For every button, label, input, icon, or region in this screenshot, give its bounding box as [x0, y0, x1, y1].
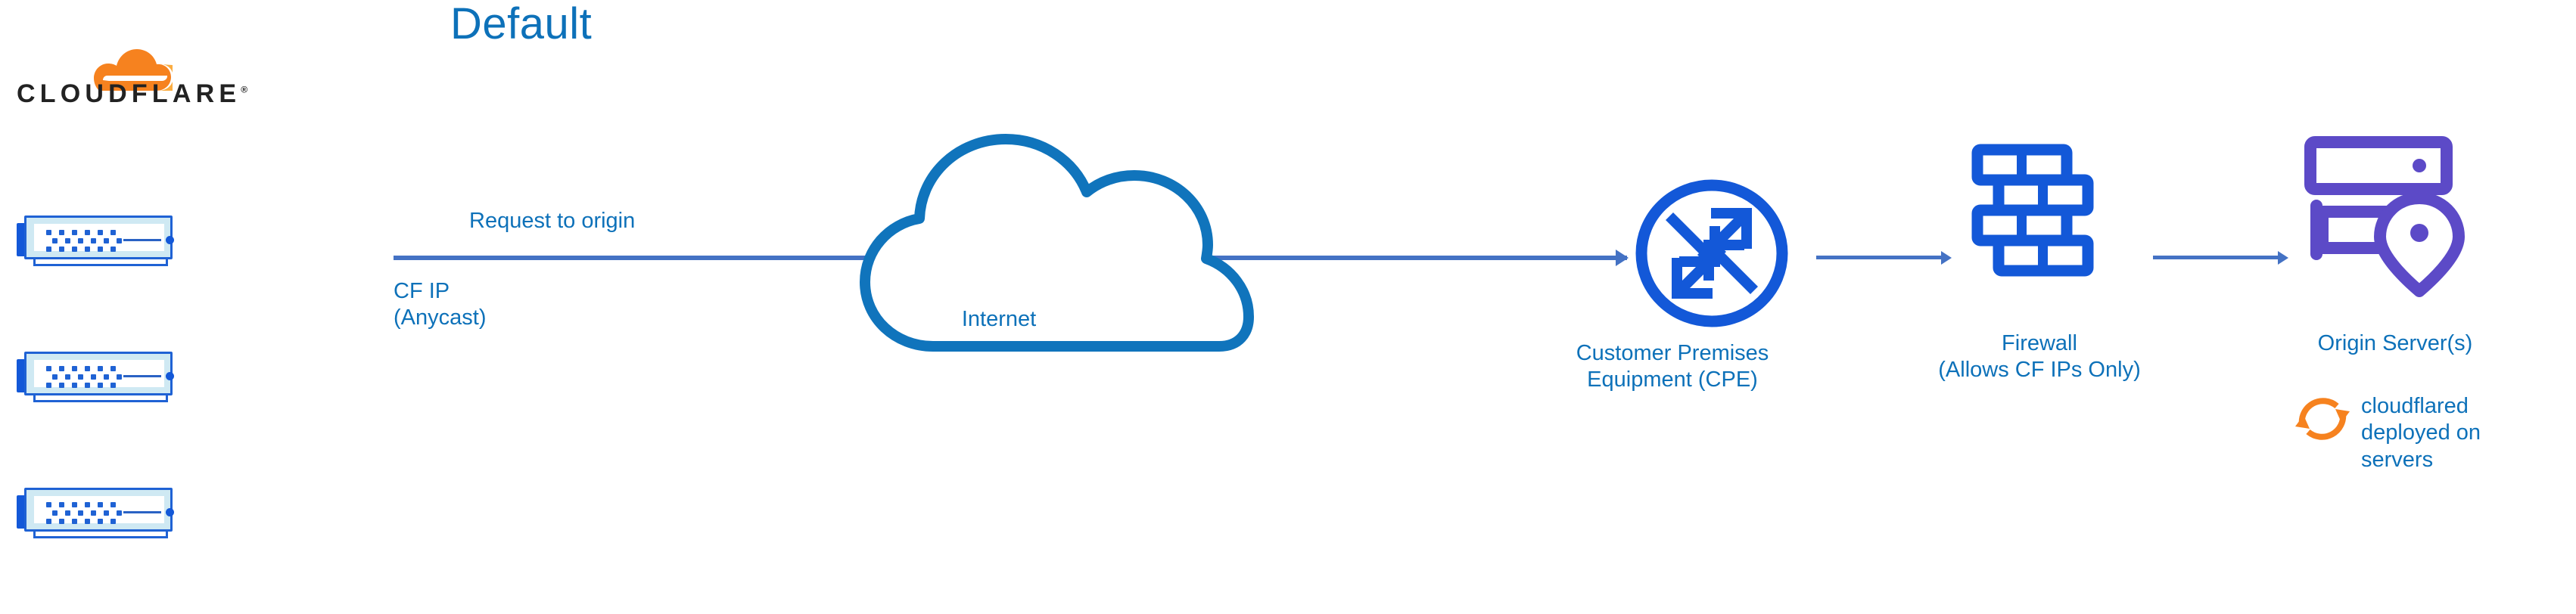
server-slot	[123, 511, 161, 513]
cpe-label: Customer Premises Equipment (CPE)	[1495, 340, 1850, 394]
cf-ip-label: CF IP (Anycast)	[394, 278, 486, 332]
registered-mark: ®	[241, 84, 248, 95]
flow-arrow-firewall-to-origin	[2278, 251, 2288, 265]
firewall-label-line1: Firewall	[2002, 331, 2077, 355]
firewall-label: Firewall (Allows CF IPs Only)	[1865, 330, 2214, 384]
server-chassis	[24, 216, 174, 259]
cpe-label-line1: Customer Premises	[1576, 341, 1769, 365]
server-chassis	[24, 352, 174, 395]
cloudflared-line3: servers	[2361, 447, 2434, 472]
internet-label: Internet	[961, 307, 1037, 331]
server-led	[166, 508, 174, 516]
cloudflare-wordmark: CLOUDFLARE®	[17, 79, 247, 109]
cloudflared-label: cloudflared deployed on servers	[2361, 393, 2535, 473]
firewall-label-line2: (Allows CF IPs Only)	[1938, 358, 2141, 383]
flow-line-cpe-to-firewall	[1816, 256, 1945, 259]
cloudflared-line2: deployed on	[2361, 420, 2481, 445]
router-icon	[1631, 178, 1794, 333]
server-led	[166, 236, 174, 244]
cloudflare-server-1	[17, 216, 177, 266]
brick-wall-icon	[1971, 144, 2115, 291]
server-slot	[123, 239, 161, 241]
server-location-icon	[2304, 136, 2475, 302]
sync-refresh-icon	[2293, 389, 2352, 452]
cpe-label-line2: Equipment (CPE)	[1587, 367, 1758, 392]
server-base	[33, 258, 168, 266]
server-chassis	[24, 488, 174, 532]
cloudflare-server-2	[17, 352, 177, 402]
server-vent-grid	[46, 230, 122, 252]
request-to-origin-label: Request to origin	[469, 209, 636, 233]
cf-ip-line1: CF IP	[394, 279, 450, 303]
page-title: Default	[450, 0, 593, 48]
origin-server-label: Origin Server(s)	[2317, 331, 2473, 355]
server-vent-grid	[46, 502, 122, 524]
flow-arrow-cf-to-cpe	[1616, 250, 1629, 266]
server-base	[33, 530, 168, 538]
server-slot	[123, 375, 161, 377]
server-base	[33, 394, 168, 402]
cloudflare-server-3	[17, 488, 177, 538]
cf-ip-line2: (Anycast)	[394, 305, 487, 330]
cloudflare-wordmark-text: CLOUDFLARE	[17, 79, 241, 108]
cloudflared-line1: cloudflared	[2361, 394, 2469, 418]
server-vent-grid	[46, 366, 122, 388]
cloud-icon	[836, 106, 1268, 359]
flow-arrow-cpe-to-firewall	[1941, 251, 1952, 265]
flow-line-firewall-to-origin	[2153, 256, 2282, 259]
server-led	[166, 372, 174, 380]
